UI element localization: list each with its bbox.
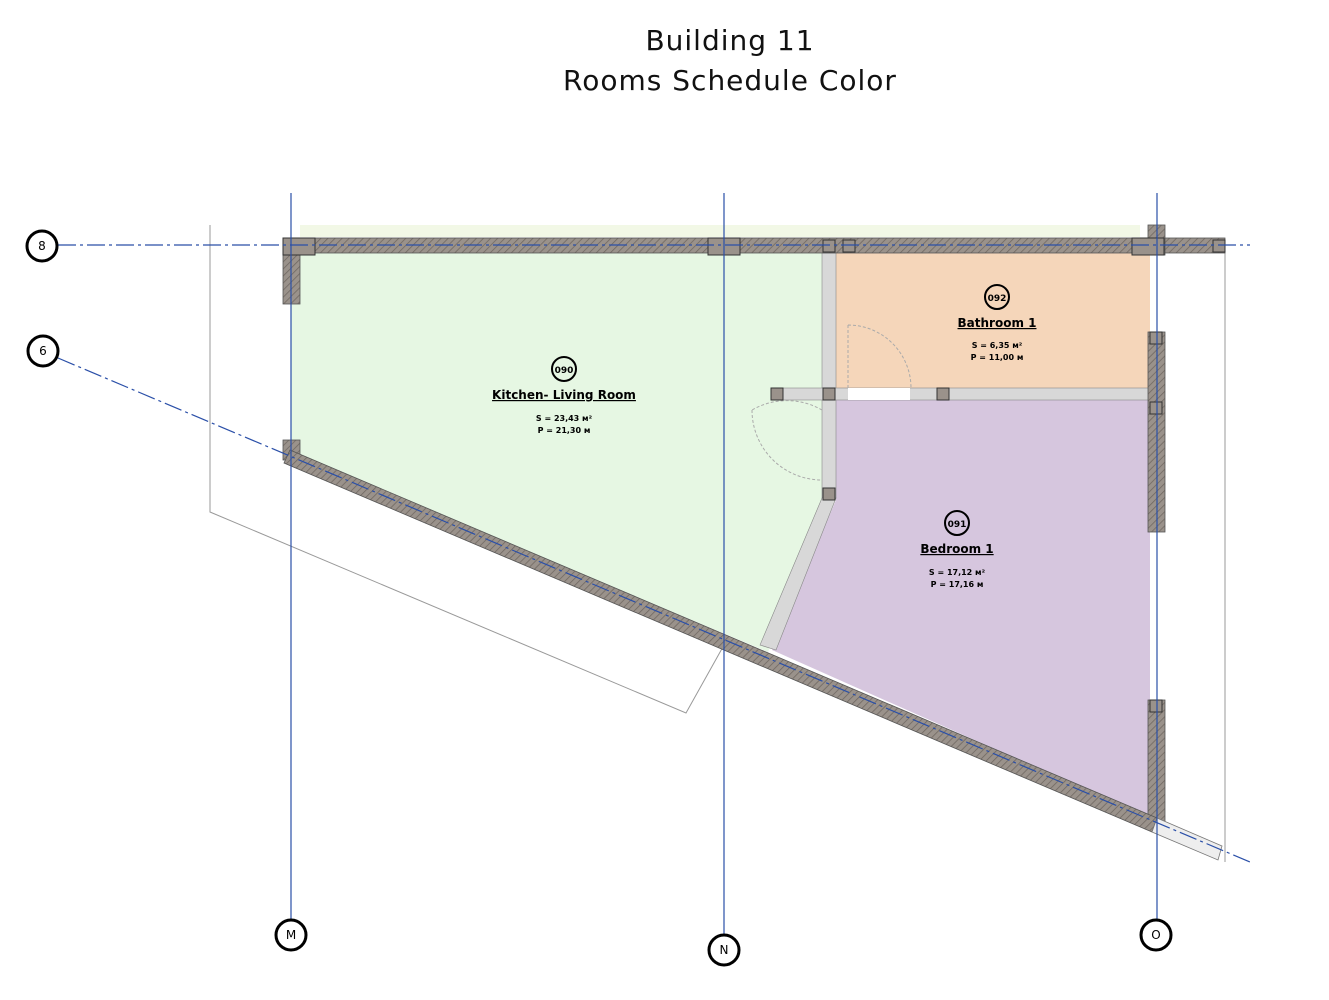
balcony-strip — [300, 225, 1140, 237]
door-swing — [847, 324, 912, 389]
grid-label-m: M — [286, 928, 296, 942]
grid-bubbles — [25, 229, 1173, 967]
door-opening — [848, 388, 910, 400]
svg-text:092: 092 — [988, 294, 1007, 304]
wall-extension — [1151, 817, 1223, 861]
outline-left — [209, 225, 725, 714]
svg-text:P = 11,00 м: P = 11,00 м — [971, 353, 1024, 362]
room-tag-kitchen: 090 Kitchen- Living Room S = 23,43 м² P … — [492, 356, 636, 435]
svg-text:Kitchen- Living Room: Kitchen- Living Room — [492, 388, 636, 402]
svg-text:S = 23,43 м²: S = 23,43 м² — [536, 414, 593, 423]
svg-text:P = 21,30 м: P = 21,30 м — [538, 426, 591, 435]
drawing-title: Building 11 — [645, 24, 815, 57]
svg-text:S = 17,12 м²: S = 17,12 м² — [929, 568, 986, 577]
svg-text:091: 091 — [948, 520, 967, 530]
svg-text:Bedroom 1: Bedroom 1 — [920, 542, 993, 556]
room-tag-bathroom: 092 Bathroom 1 S = 6,35 м² P = 11,00 м — [958, 284, 1037, 362]
door-swing — [751, 400, 823, 481]
svg-text:P = 17,16 м: P = 17,16 м — [931, 580, 984, 589]
grid-label-6: 6 — [39, 344, 47, 358]
grid-lines — [57, 193, 1251, 935]
svg-text:S = 6,35 м²: S = 6,35 м² — [972, 341, 1023, 350]
grid-label-n: N — [720, 943, 729, 957]
svg-text:Bathroom 1: Bathroom 1 — [958, 316, 1037, 330]
room-bathroom[interactable] — [836, 253, 1150, 388]
room-tag-bedroom: 091 Bedroom 1 S = 17,12 м² P = 17,16 м — [920, 510, 994, 589]
svg-text:090: 090 — [555, 366, 574, 376]
grid-label-8: 8 — [38, 239, 46, 253]
room-bedroom[interactable] — [772, 400, 1150, 818]
grid-label-o: O — [1151, 928, 1160, 942]
room-kitchen-living[interactable] — [291, 253, 830, 652]
partition-wall — [821, 252, 837, 499]
drawing-subtitle: Rooms Schedule Color — [563, 64, 897, 97]
